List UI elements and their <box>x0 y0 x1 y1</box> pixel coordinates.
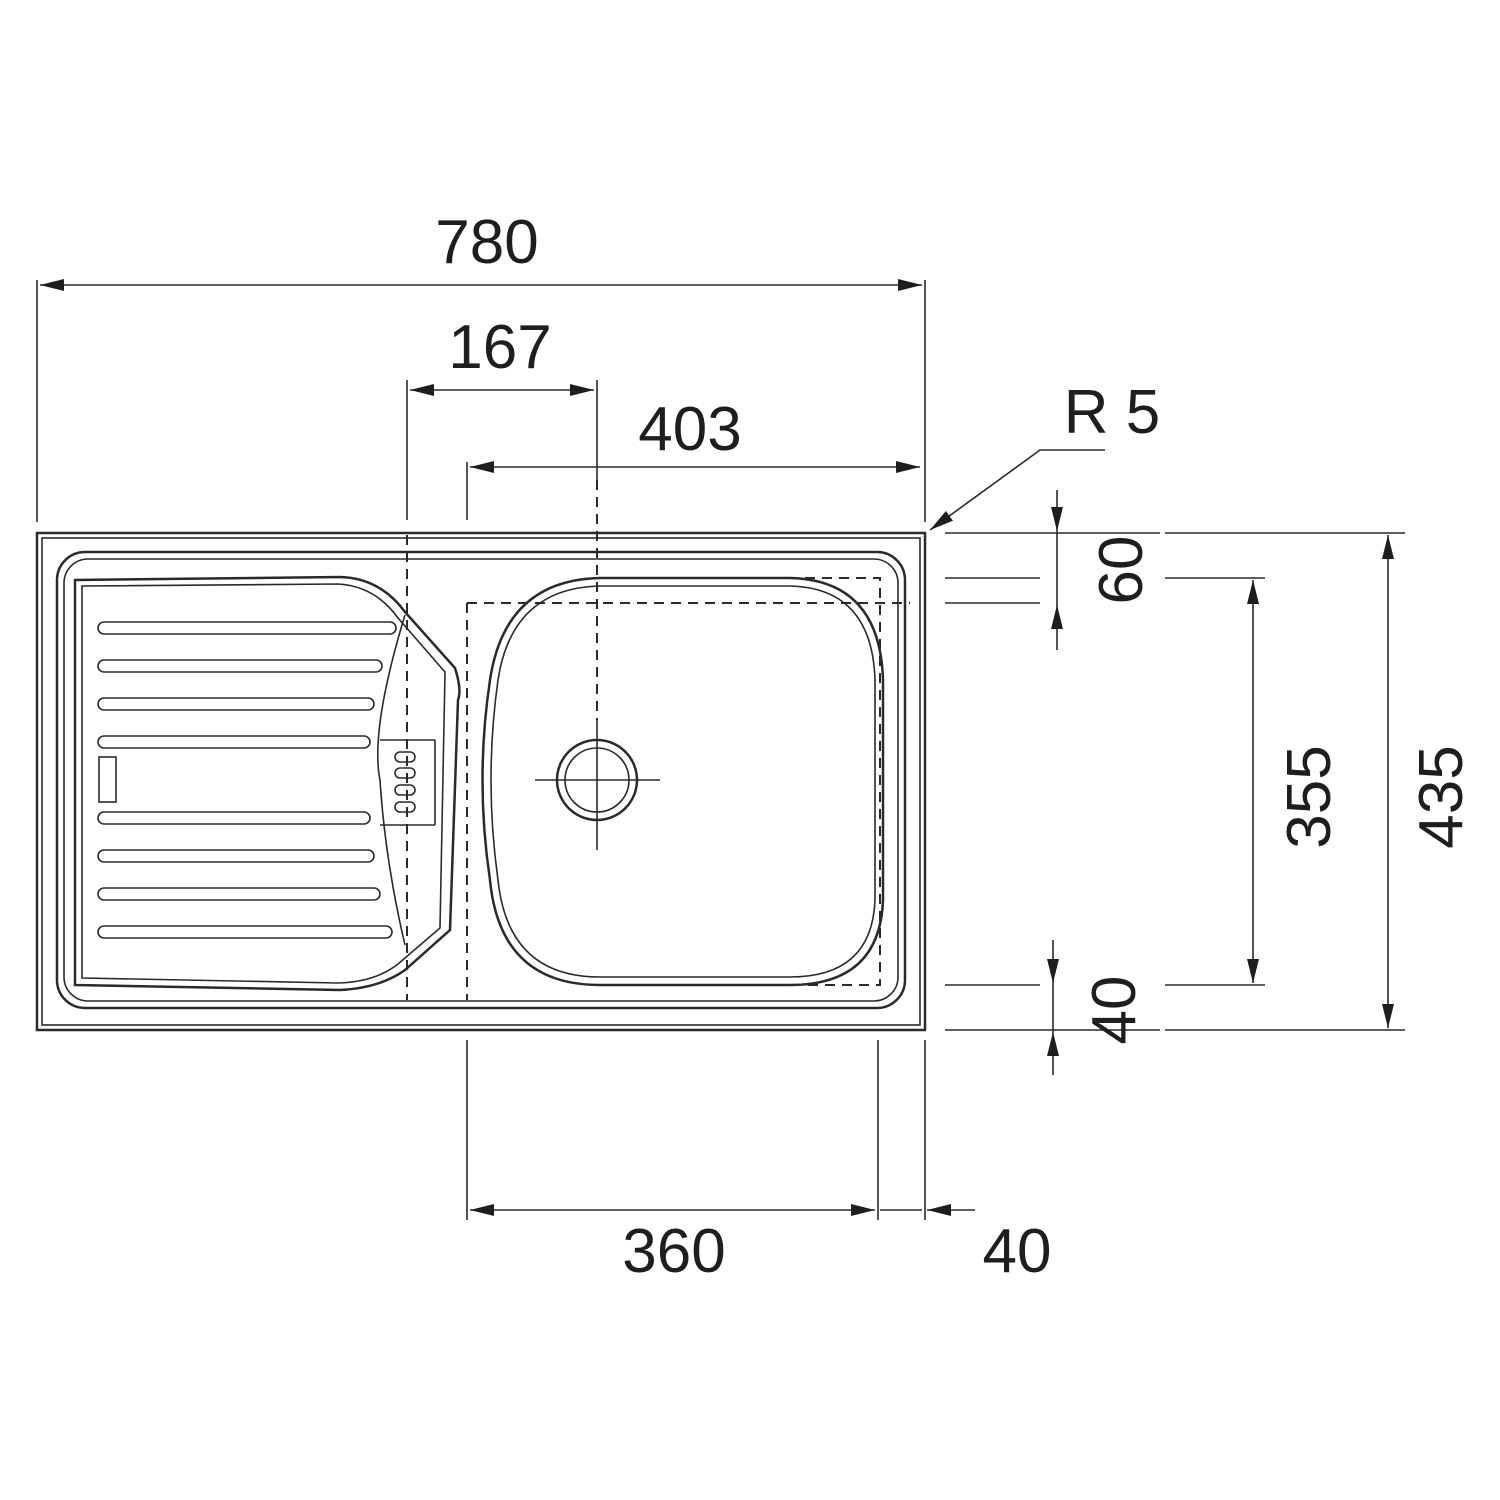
dim-corner-radius: R 5 <box>1064 378 1160 447</box>
dim-side-margin: 40 <box>983 1217 1052 1286</box>
dim-top-margin: 60 <box>1087 536 1156 605</box>
dimension-lines <box>40 279 1394 1216</box>
dim-bowl-offset: 167 <box>448 313 551 382</box>
dim-bowl-width: 360 <box>622 1217 725 1286</box>
dim-bowl-depth: 355 <box>1275 745 1344 848</box>
dim-bowl-section-width: 403 <box>638 395 741 464</box>
bowl <box>481 576 885 987</box>
dim-overall-depth: 435 <box>1407 745 1476 848</box>
sink-body <box>35 531 927 1032</box>
drainer <box>73 575 461 992</box>
dim-overall-width: 780 <box>435 208 538 277</box>
drainer-ribs <box>97 621 397 939</box>
hidden-lines <box>406 480 910 1000</box>
dim-bottom-margin: 40 <box>1080 976 1149 1045</box>
